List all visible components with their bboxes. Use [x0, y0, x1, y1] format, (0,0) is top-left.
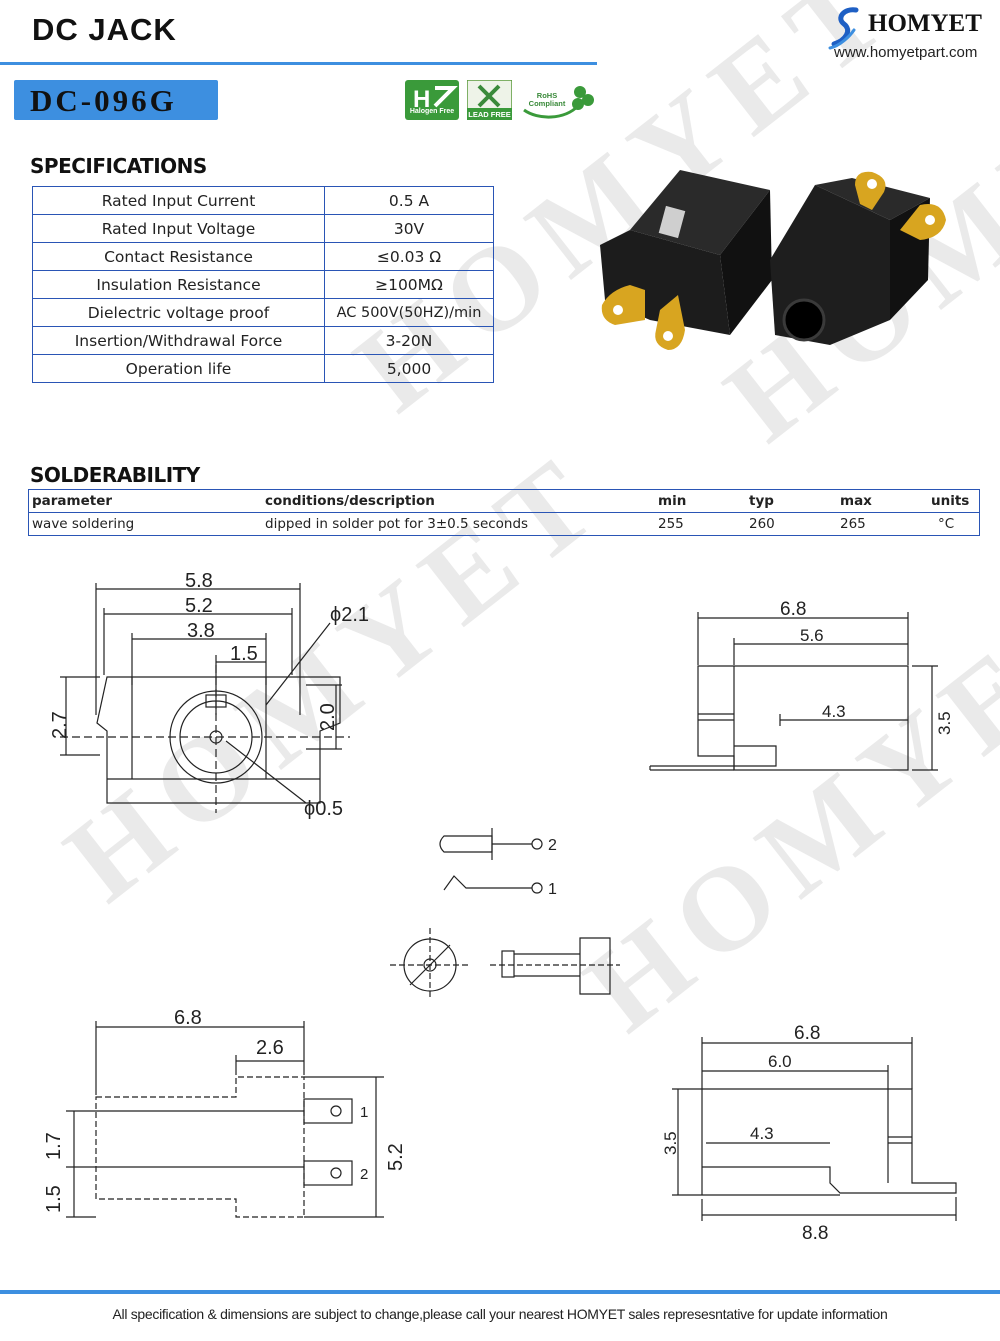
side-view-drawing-top: 6.8 5.6 4.3 3.5	[649, 599, 954, 771]
column-header: max	[837, 489, 928, 513]
dim-bottom-w1: 6.8	[174, 1007, 202, 1029]
footer-rule	[0, 1290, 1000, 1294]
model-box	[14, 80, 218, 120]
spec-value: 5,000	[324, 354, 494, 383]
dim-front-d2: ϕ0.5	[304, 798, 343, 820]
dim-front-h1: 2.7	[49, 711, 71, 739]
dim-front-h2: 2.0	[317, 703, 339, 731]
header-rule	[0, 62, 597, 65]
table-header-row: parameter conditions/description min typ…	[28, 489, 980, 513]
spec-value: 0.5 A	[324, 186, 494, 215]
pin-2-label-bottom: 2	[360, 1166, 368, 1183]
dim-side-top-w2: 5.6	[800, 626, 824, 645]
rohs-label: RoHS Compliant	[528, 91, 566, 108]
table-cell: °C	[938, 516, 955, 532]
dim-side-bottom-w2: 6.0	[768, 1052, 792, 1071]
spec-key: Insulation Resistance	[32, 270, 325, 299]
spec-key: Operation life	[32, 354, 325, 383]
bottom-view-drawing: 6.8 2.6 1.7 1.5 5.2 1 2	[43, 1007, 407, 1218]
table-cell: 260	[749, 516, 775, 532]
column-header: parameter	[28, 489, 262, 513]
dim-side-bottom-l: 4.3	[750, 1124, 774, 1143]
pin-1-label: 1	[548, 881, 557, 898]
halogen-free-icon: H	[405, 80, 459, 120]
dim-front-w3: 3.8	[187, 620, 215, 642]
dim-side-top-l: 4.3	[822, 702, 846, 721]
dim-bottom-h3: 5.2	[385, 1143, 407, 1171]
specifications-heading: SPECIFICATIONS	[30, 154, 207, 178]
pin-1-label-bottom: 1	[360, 1104, 368, 1121]
column-header: conditions/description	[262, 489, 655, 513]
solderability-heading: SOLDERABILITY	[30, 463, 200, 487]
schematic-drawing: 2 1	[390, 828, 620, 1000]
lead-free-badge: LEAD FREE	[466, 79, 513, 121]
homyet-logo-icon	[828, 7, 859, 50]
column-header: min	[655, 489, 746, 513]
product-photo	[600, 170, 946, 350]
footer-note: All specification & dimensions are subje…	[112, 1306, 888, 1322]
dim-side-bottom-h: 3.5	[661, 1131, 680, 1155]
spec-key: Insertion/Withdrawal Force	[32, 326, 325, 355]
front-view-drawing: 5.8 5.2 3.8 1.5 ϕ2.1 ϕ0.5 2.7 2.0	[49, 570, 369, 820]
table-cell: wave soldering	[32, 516, 135, 532]
table-row: wave soldering dipped in solder pot for …	[29, 513, 980, 536]
dim-front-w1: 5.8	[185, 570, 213, 592]
column-header: typ	[746, 489, 837, 513]
spec-value: ≤0.03 Ω	[324, 242, 494, 271]
brand-name: HOMYET	[868, 10, 982, 37]
spec-value: 3-20N	[324, 326, 494, 355]
dim-front-d1: ϕ2.1	[330, 604, 369, 626]
dim-side-bottom-w3: 8.8	[802, 1223, 828, 1244]
halogen-free-label: Halogen Free	[409, 108, 455, 115]
solderability-table: parameter conditions/description min typ…	[28, 489, 980, 536]
halogen-free-badge: H Halogen Free	[405, 80, 459, 120]
pin-2-label: 2	[548, 837, 557, 854]
svg-text:H: H	[413, 86, 430, 113]
spec-value: 30V	[324, 214, 494, 243]
lead-free-label: LEAD FREE	[468, 110, 511, 119]
brand-url: www.homyetpart.com	[834, 44, 978, 61]
dim-bottom-h1: 1.7	[43, 1132, 65, 1160]
dim-front-w2: 5.2	[185, 595, 213, 617]
model-number: DC-096G	[30, 83, 177, 118]
page-title: DC JACK	[32, 12, 177, 47]
rohs-badge: RoHS Compliant	[520, 80, 594, 120]
dim-bottom-h2: 1.5	[43, 1185, 65, 1213]
table-cell: 255	[658, 516, 684, 532]
spec-key: Rated Input Current	[32, 186, 325, 215]
table-cell: 265	[840, 516, 866, 532]
table-row: Insulation Resistance≥100MΩ	[32, 270, 494, 299]
spec-key: Dielectric voltage proof	[32, 298, 325, 327]
table-cell: dipped in solder pot for 3±0.5 seconds	[265, 516, 529, 532]
dim-front-w4: 1.5	[230, 643, 258, 665]
rohs-compliant-icon	[523, 86, 594, 119]
dim-side-top-h: 3.5	[935, 711, 954, 735]
side-view-drawing-bottom: 6.8 6.0 4.3 3.5 8.8	[661, 1023, 957, 1244]
table-row: Contact Resistance≤0.03 Ω	[32, 242, 494, 271]
spec-key: Rated Input Voltage	[32, 214, 325, 243]
spec-value: AC 500V(50HZ)/min	[324, 298, 494, 327]
dim-bottom-w2: 2.6	[256, 1037, 284, 1059]
spec-value: ≥100MΩ	[324, 270, 494, 299]
column-header: units	[928, 489, 980, 513]
spec-key: Contact Resistance	[32, 242, 325, 271]
dim-side-bottom-w1: 6.8	[794, 1023, 820, 1044]
dim-side-top-w1: 6.8	[780, 599, 806, 620]
